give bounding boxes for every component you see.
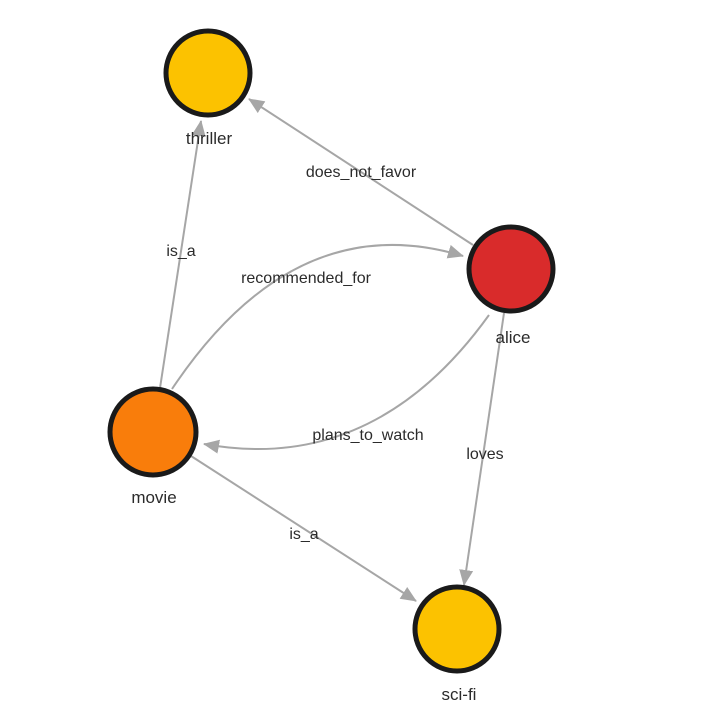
edge-label-plans-to-watch: plans_to_watch — [312, 427, 423, 444]
edge-label-is-a-bottom: is_a — [289, 526, 318, 543]
node-thriller[interactable] — [163, 28, 253, 118]
edge-alice-movie-plans-to-watch — [203, 314, 490, 454]
edge-label-layer: does_not_favor is_a recommended_for plan… — [166, 164, 503, 543]
edge-movie-alice-recommended-for — [171, 244, 464, 390]
node-alice[interactable] — [466, 224, 556, 314]
node-label-layer: thriller alice movie sci-fi — [131, 129, 530, 704]
node-label-sci-fi: sci-fi — [442, 685, 477, 704]
node-label-movie: movie — [131, 488, 176, 507]
edge-movie-scifi-is-a — [190, 455, 417, 602]
node-label-thriller: thriller — [186, 129, 233, 148]
edge-label-recommended-for: recommended_for — [241, 270, 372, 287]
edge-label-loves: loves — [466, 446, 503, 463]
edge-movie-thriller-is-a — [159, 120, 206, 389]
node-layer — [107, 28, 556, 674]
edge-label-does-not-favor: does_not_favor — [306, 164, 417, 181]
edge-label-is-a-top: is_a — [166, 243, 195, 260]
edge-alice-thriller-does-not-favor — [248, 98, 474, 246]
node-movie[interactable] — [107, 386, 199, 478]
edge-layer — [159, 98, 505, 602]
edge-alice-scifi-loves — [459, 312, 505, 586]
node-label-alice: alice — [496, 328, 531, 347]
node-sci-fi[interactable] — [412, 584, 502, 674]
